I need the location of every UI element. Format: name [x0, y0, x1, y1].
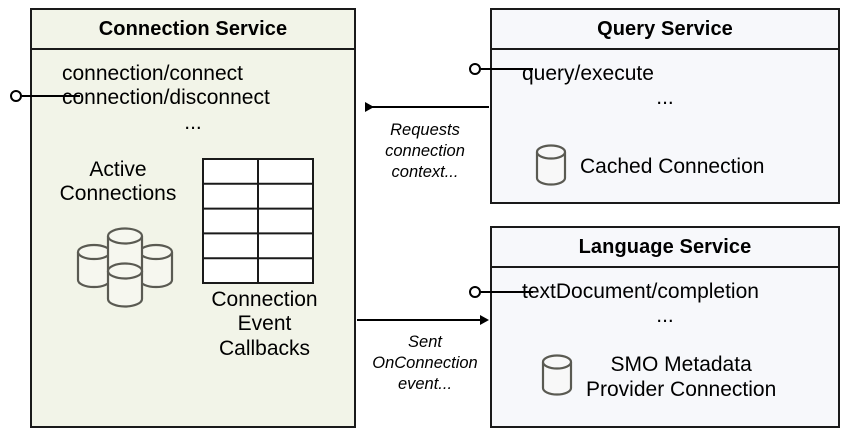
- edge-label-line: context...: [391, 163, 459, 182]
- interface-stem: [22, 95, 80, 97]
- resource-label-line: Event: [237, 312, 292, 336]
- component-connection-service[interactable]: Connection Service connection/connect co…: [30, 8, 356, 428]
- component-body-connection-service: connection/connect connection/disconnect…: [32, 50, 354, 426]
- operation-list-connection-service: connection/connect connection/disconnect: [32, 50, 354, 111]
- database-icon: [534, 142, 568, 193]
- resource-label-line: Connection: [211, 288, 318, 311]
- interface-ball-icon: [10, 90, 22, 102]
- operation-query-execute: query/execute: [522, 62, 654, 85]
- operation-list-language-service: textDocument/completion: [492, 268, 838, 304]
- edge-label-line: Sent: [408, 333, 442, 351]
- edge-label-sent-onconnection-event: Sent OnConnection event...: [358, 332, 492, 395]
- connection-service-resources: Active Connections: [32, 158, 354, 426]
- operation-ellipsis-connection-service: ...: [184, 110, 202, 134]
- component-title-query-service: Query Service: [492, 10, 838, 50]
- operation-connection-disconnect: connection/disconnect: [62, 86, 270, 110]
- resource-label-line: SMO Metadata: [610, 353, 752, 377]
- component-title-connection-service: Connection Service: [32, 10, 354, 50]
- lollipop-icon-query-service[interactable]: [469, 63, 533, 75]
- resource-label-smo-metadata-provider-connection: SMO Metadata Provider Connection: [586, 353, 776, 402]
- operation-ellipsis-query-service: ...: [656, 86, 674, 110]
- lollipop-icon-language-service[interactable]: [469, 286, 533, 298]
- table-grid-icon: [202, 158, 314, 289]
- operation-ellipsis-language-service: ...: [656, 304, 674, 328]
- operation-textdocument-completion: textDocument/completion: [522, 280, 759, 303]
- component-query-service[interactable]: Query Service query/execute ... Cached C…: [490, 8, 840, 204]
- resource-label-line: Provider Connection: [586, 377, 777, 401]
- component-title-language-service: Language Service: [492, 228, 838, 268]
- lollipop-icon-connection-service[interactable]: [10, 90, 80, 102]
- resource-label-line: Callbacks: [218, 336, 311, 360]
- interface-ball-icon: [469, 286, 481, 298]
- database-cluster-icon: [72, 226, 178, 317]
- operation-connection-connect: connection/connect: [62, 62, 243, 85]
- interface-stem: [481, 68, 533, 70]
- resource-label-active-connections: Active Connections: [38, 158, 198, 207]
- resource-cached-connection: Cached Connection: [534, 142, 764, 193]
- resource-label-connection-event-callbacks: Connection Event Callbacks: [182, 288, 347, 361]
- resource-smo-metadata-provider-connection: SMO Metadata Provider Connection: [540, 352, 776, 403]
- edge-label-line: Requests: [390, 121, 460, 139]
- component-language-service[interactable]: Language Service textDocument/completion…: [490, 226, 840, 428]
- interface-ball-icon: [469, 63, 481, 75]
- resource-label-line: Connections: [59, 182, 177, 206]
- resource-label-cached-connection: Cached Connection: [580, 155, 765, 179]
- edge-label-line: OnConnection: [372, 354, 478, 373]
- component-body-query-service: query/execute ... Cached Connection: [492, 50, 838, 202]
- edge-label-line: event...: [397, 375, 453, 394]
- edge-label-requests-connection-context: Requests connection context...: [364, 120, 486, 183]
- resource-label-line: Active: [89, 158, 147, 181]
- interface-stem: [481, 291, 533, 293]
- database-icon: [540, 352, 574, 403]
- component-body-language-service: textDocument/completion ... SMO Metadata…: [492, 268, 838, 426]
- operation-list-query-service: query/execute: [492, 50, 838, 86]
- edge-label-line: connection: [385, 142, 465, 161]
